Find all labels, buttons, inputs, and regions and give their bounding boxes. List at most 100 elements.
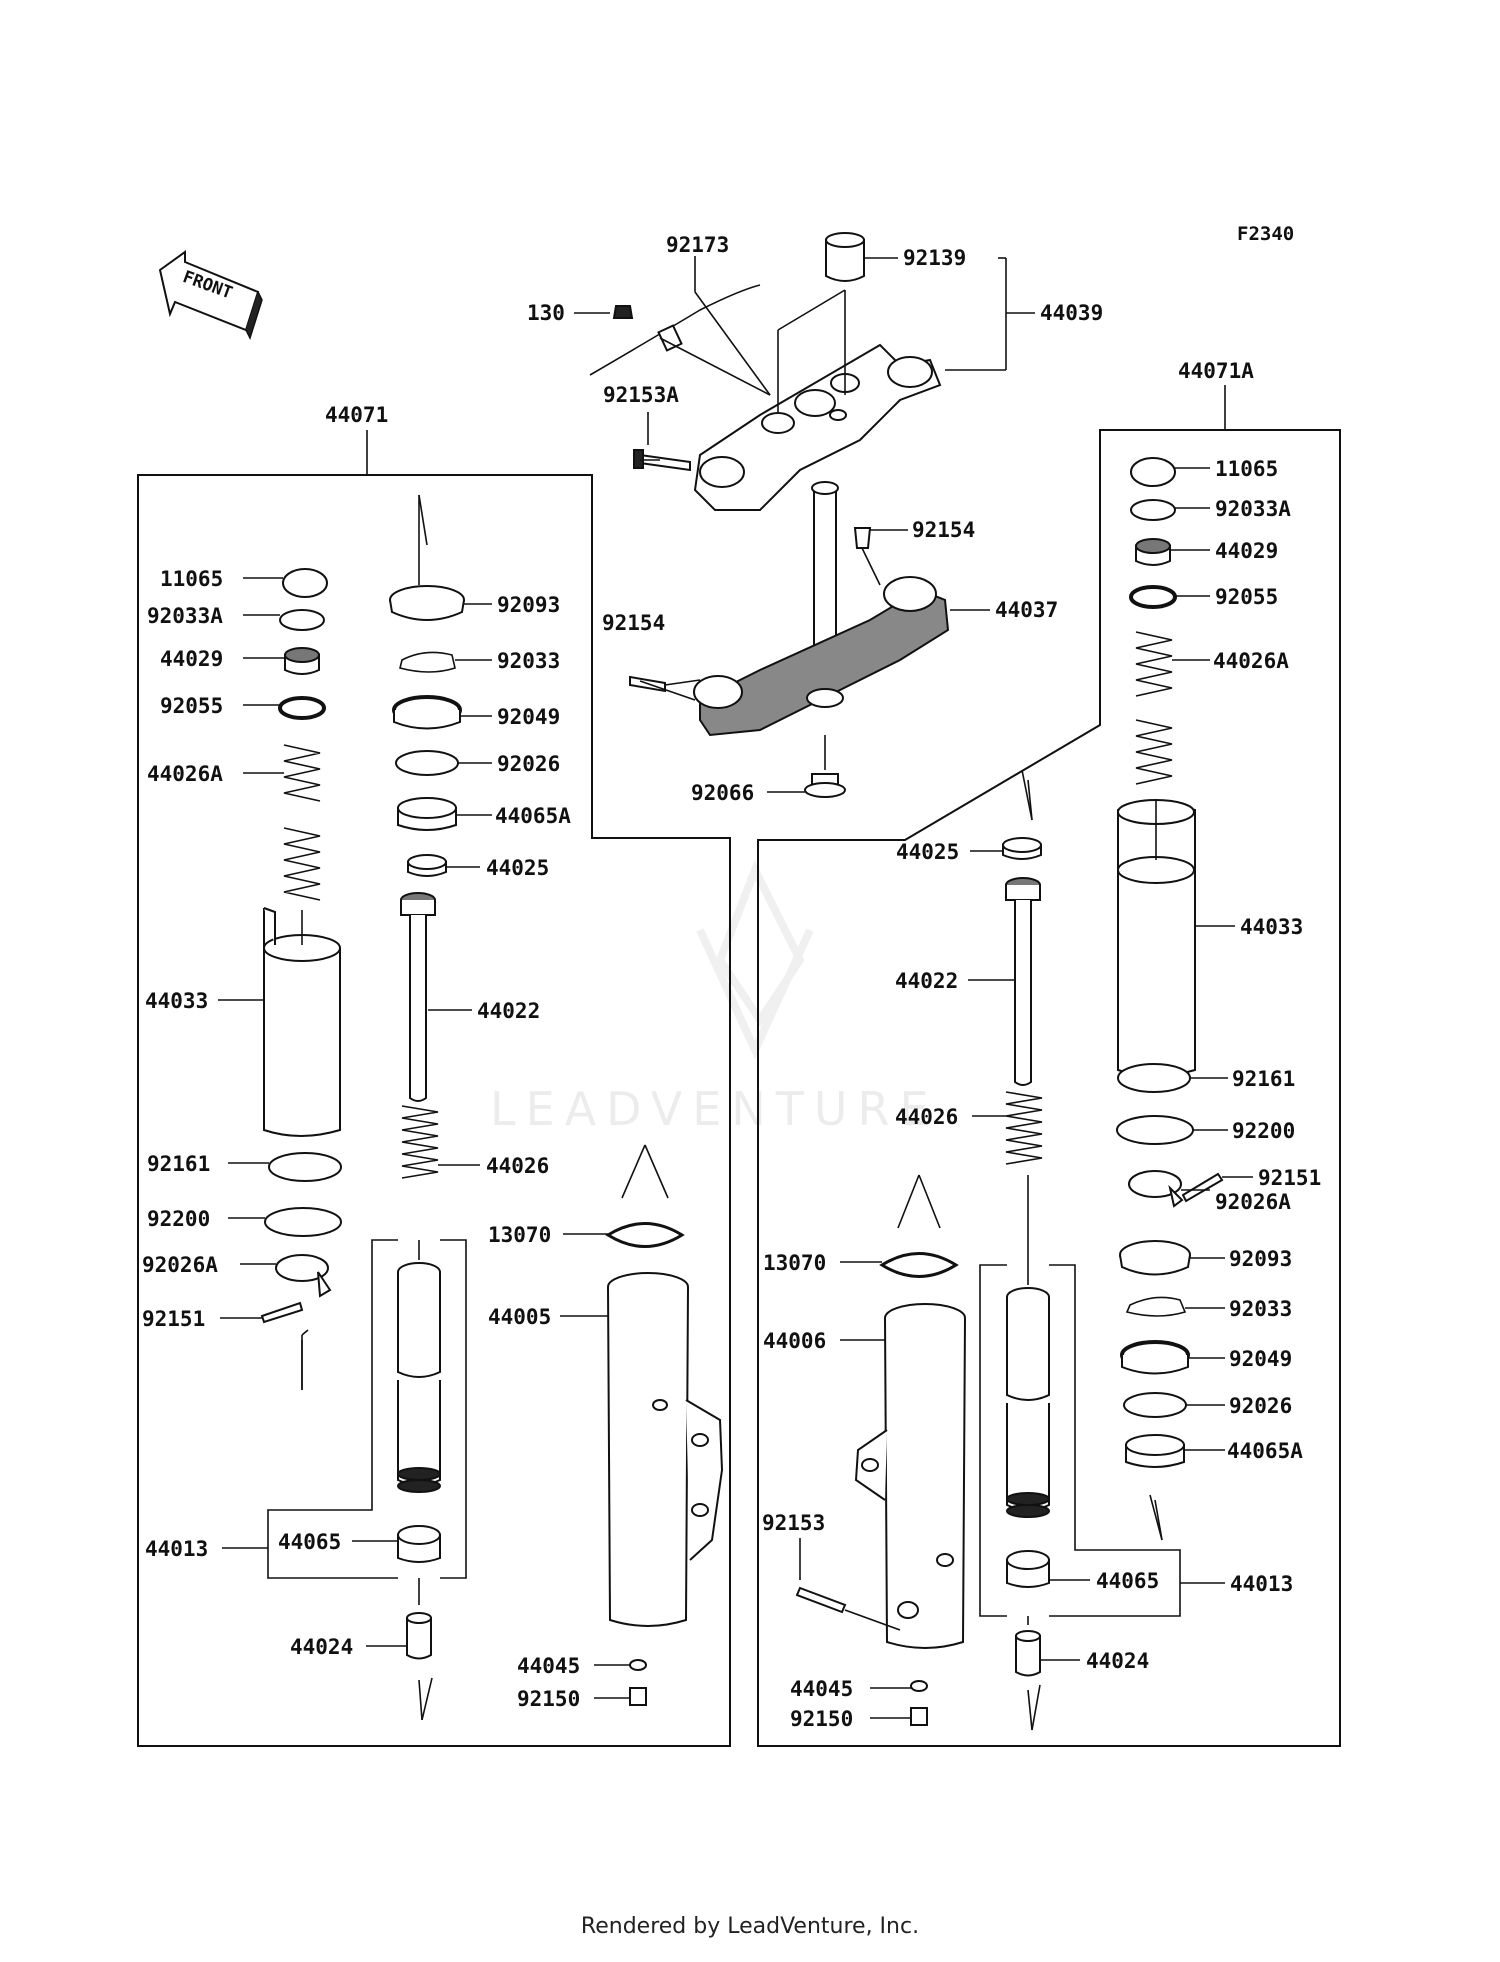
label-92173: 92173 [666,233,729,257]
left-part-44026A-spring [283,744,321,901]
part-44037-lower-clamp [699,588,950,737]
part-44039-upper-clamp [693,343,942,511]
left-part-44025-ring [407,854,447,877]
right-part-44013-cylinder [1006,1287,1050,1518]
left-fork-assembly: 44071 [137,403,731,1747]
left-label-92161: 92161 [147,1152,210,1176]
left-part-44065-bushing [397,1525,441,1563]
left-label-44029: 44029 [160,647,223,671]
right-label-92200: 92200 [1232,1119,1295,1143]
left-label-92055: 92055 [160,694,223,718]
right-label-44026: 44026 [895,1105,958,1129]
right-fork-assembly: 44071A [757,359,1341,1747]
part-92153A-bolt [639,453,691,472]
left-part-92093-seal [389,585,465,621]
label-44037: 44037 [995,598,1058,622]
right-label-44022: 44022 [895,969,958,993]
right-label-92150: 92150 [790,1707,853,1731]
right-part-44026-spring [1005,1091,1043,1165]
right-part-44065A-bushing [1125,1434,1185,1468]
left-label-11065: 11065 [160,567,223,591]
right-part-11065-cap [1130,457,1176,487]
label-130: 130 [527,301,565,325]
label-44039: 44039 [1040,301,1103,325]
right-label-92026A: 92026A [1215,1190,1291,1214]
left-part-44013-cylinder [397,1262,441,1493]
left-assembly-box [137,474,731,1747]
top-leader-lines [574,256,1035,793]
right-part-92033-clip [1125,1296,1187,1317]
right-label-44029: 44029 [1215,539,1278,563]
left-label-44065A: 44065A [495,804,571,828]
watermark: LEADVENTURE [490,860,939,1136]
right-part-44033-cover [1117,799,1196,1077]
right-label-92161: 92161 [1232,1067,1295,1091]
left-label-44022: 44022 [477,999,540,1023]
right-part-92055-oring [1129,585,1177,609]
right-part-92026A-clamp [1128,1170,1184,1208]
label-92066: 92066 [691,781,754,805]
label-92153A: 92153A [603,383,679,407]
left-part-92026-washer [395,750,459,776]
left-label-44024: 44024 [290,1635,353,1659]
label-92154-lower: 92154 [602,611,665,635]
right-part-92093-seal [1119,1240,1191,1276]
left-label-44065: 44065 [278,1530,341,1554]
left-part-92026A-clamp [275,1254,332,1298]
right-part-44025-ring [1002,837,1042,860]
right-part-92153-bolt [795,1586,847,1614]
right-part-13070-ring [879,1252,959,1278]
right-label-44024: 44024 [1086,1649,1149,1673]
part-92173-wire [589,284,761,376]
left-label-44013: 44013 [145,1537,208,1561]
right-part-44065-bushing [1006,1550,1050,1588]
left-part-92200-washer [264,1207,342,1237]
right-label-92033: 92033 [1229,1297,1292,1321]
right-label-92055: 92055 [1215,585,1278,609]
left-assembly-label: 44071 [325,403,388,427]
left-part-92150-bolt [629,1687,647,1706]
label-92139: 92139 [903,246,966,270]
right-part-92033A-ring [1130,499,1176,521]
left-part-92161-guide [268,1152,342,1182]
left-label-44005: 44005 [488,1305,551,1329]
right-label-92026: 92026 [1229,1394,1292,1418]
right-label-92153: 92153 [762,1511,825,1535]
right-part-92200-washer [1116,1115,1194,1145]
right-assembly-label: 44071A [1178,359,1254,383]
left-label-92093: 92093 [497,593,560,617]
right-part-92151-screw [1181,1172,1224,1203]
part-130-bolt [612,305,634,319]
upper-triple-clamp-group [589,232,950,798]
right-label-44065: 44065 [1096,1569,1159,1593]
right-assembly-box [757,429,1341,1747]
left-part-92033A-ring [279,609,325,631]
right-label-44033: 44033 [1240,915,1303,939]
left-part-92049-seal [392,695,462,730]
left-part-92151-screw [260,1301,304,1324]
left-part-44022-rod [400,892,436,1102]
left-label-92150: 92150 [517,1687,580,1711]
right-label-92033A: 92033A [1215,497,1291,521]
right-label-13070: 13070 [763,1251,826,1275]
right-label-92049: 92049 [1229,1347,1292,1371]
left-part-92033-clip [399,651,456,673]
part-92154-bolt-upper [853,527,872,549]
watermark-text: LEADVENTURE [490,1082,939,1136]
part-92139-bushing [825,239,865,282]
left-label-92033: 92033 [497,649,560,673]
right-part-44006-outer-tube [854,1303,966,1649]
left-label-92049: 92049 [497,705,560,729]
right-part-44026A-spring [1135,631,1173,785]
right-part-92161-guide [1117,1063,1191,1093]
right-part-92049-seal [1120,1340,1190,1375]
left-part-44065A-bushing [397,797,457,831]
left-label-44045: 44045 [517,1654,580,1678]
right-part-44029-bolt [1135,538,1171,566]
left-label-92200: 92200 [147,1207,210,1231]
label-92154-upper: 92154 [912,518,975,542]
right-label-44065A: 44065A [1227,1439,1303,1463]
right-label-44026A: 44026A [1213,649,1289,673]
left-part-92055-oring [278,696,326,720]
right-label-11065: 11065 [1215,457,1278,481]
